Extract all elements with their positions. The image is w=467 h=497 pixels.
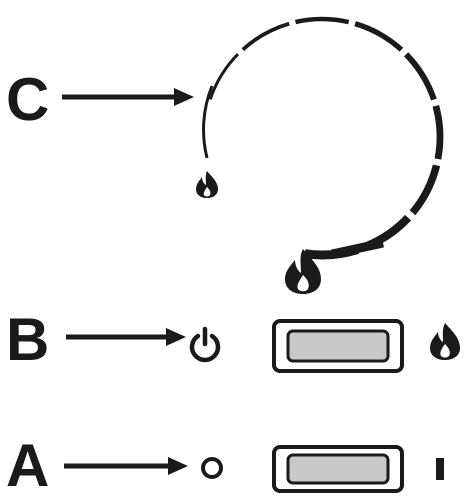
on-bar-icon xyxy=(436,458,444,480)
dial-segment xyxy=(409,164,441,216)
label-b: B xyxy=(6,306,49,373)
heat-level-dial[interactable] xyxy=(202,16,444,260)
arrow-c xyxy=(62,88,194,106)
rocker-switch-b[interactable] xyxy=(272,319,404,373)
label-a: A xyxy=(6,432,49,497)
dial-segment xyxy=(432,105,444,160)
off-circle-icon xyxy=(201,457,223,479)
dial-segment xyxy=(354,21,404,52)
dial-segment xyxy=(403,52,437,101)
dial-segment xyxy=(241,21,290,52)
dial-tail xyxy=(202,85,214,159)
dial-segment xyxy=(208,53,240,100)
arrow-a xyxy=(64,457,188,475)
power-icon xyxy=(189,326,221,363)
arrow-b xyxy=(66,328,186,346)
dial-segments xyxy=(208,16,444,260)
flame-icon xyxy=(430,323,460,360)
rocker-switch-a[interactable] xyxy=(272,445,404,493)
dial-segment xyxy=(294,16,350,25)
dial-end-bar xyxy=(331,238,384,259)
label-c: C xyxy=(6,66,49,133)
flame-large-icon xyxy=(285,249,321,294)
flame-small-icon xyxy=(196,171,218,198)
